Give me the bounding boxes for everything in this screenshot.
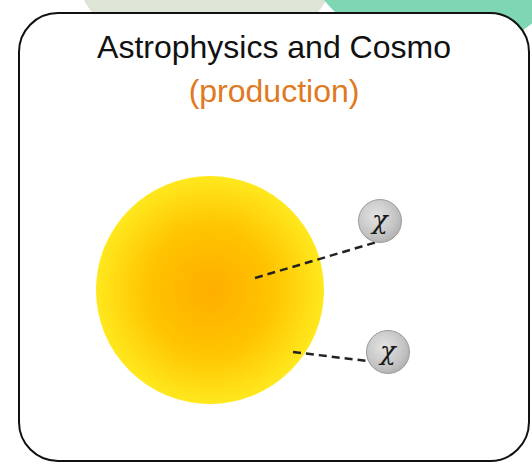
panel-box: Astrophysics and Cosmo (production) χ χ (18, 12, 530, 462)
card-ground (19, 13, 528, 461)
sun (96, 176, 324, 404)
particle-symbol: χ (372, 207, 388, 233)
panel-title: Astrophysics and Cosmo (20, 28, 528, 66)
emission-line (255, 242, 377, 278)
particle-circle: χ (366, 330, 410, 374)
panel-subtitle: (production) (20, 72, 528, 110)
particle-symbol: χ (380, 338, 396, 364)
particle-circle: χ (358, 199, 402, 243)
